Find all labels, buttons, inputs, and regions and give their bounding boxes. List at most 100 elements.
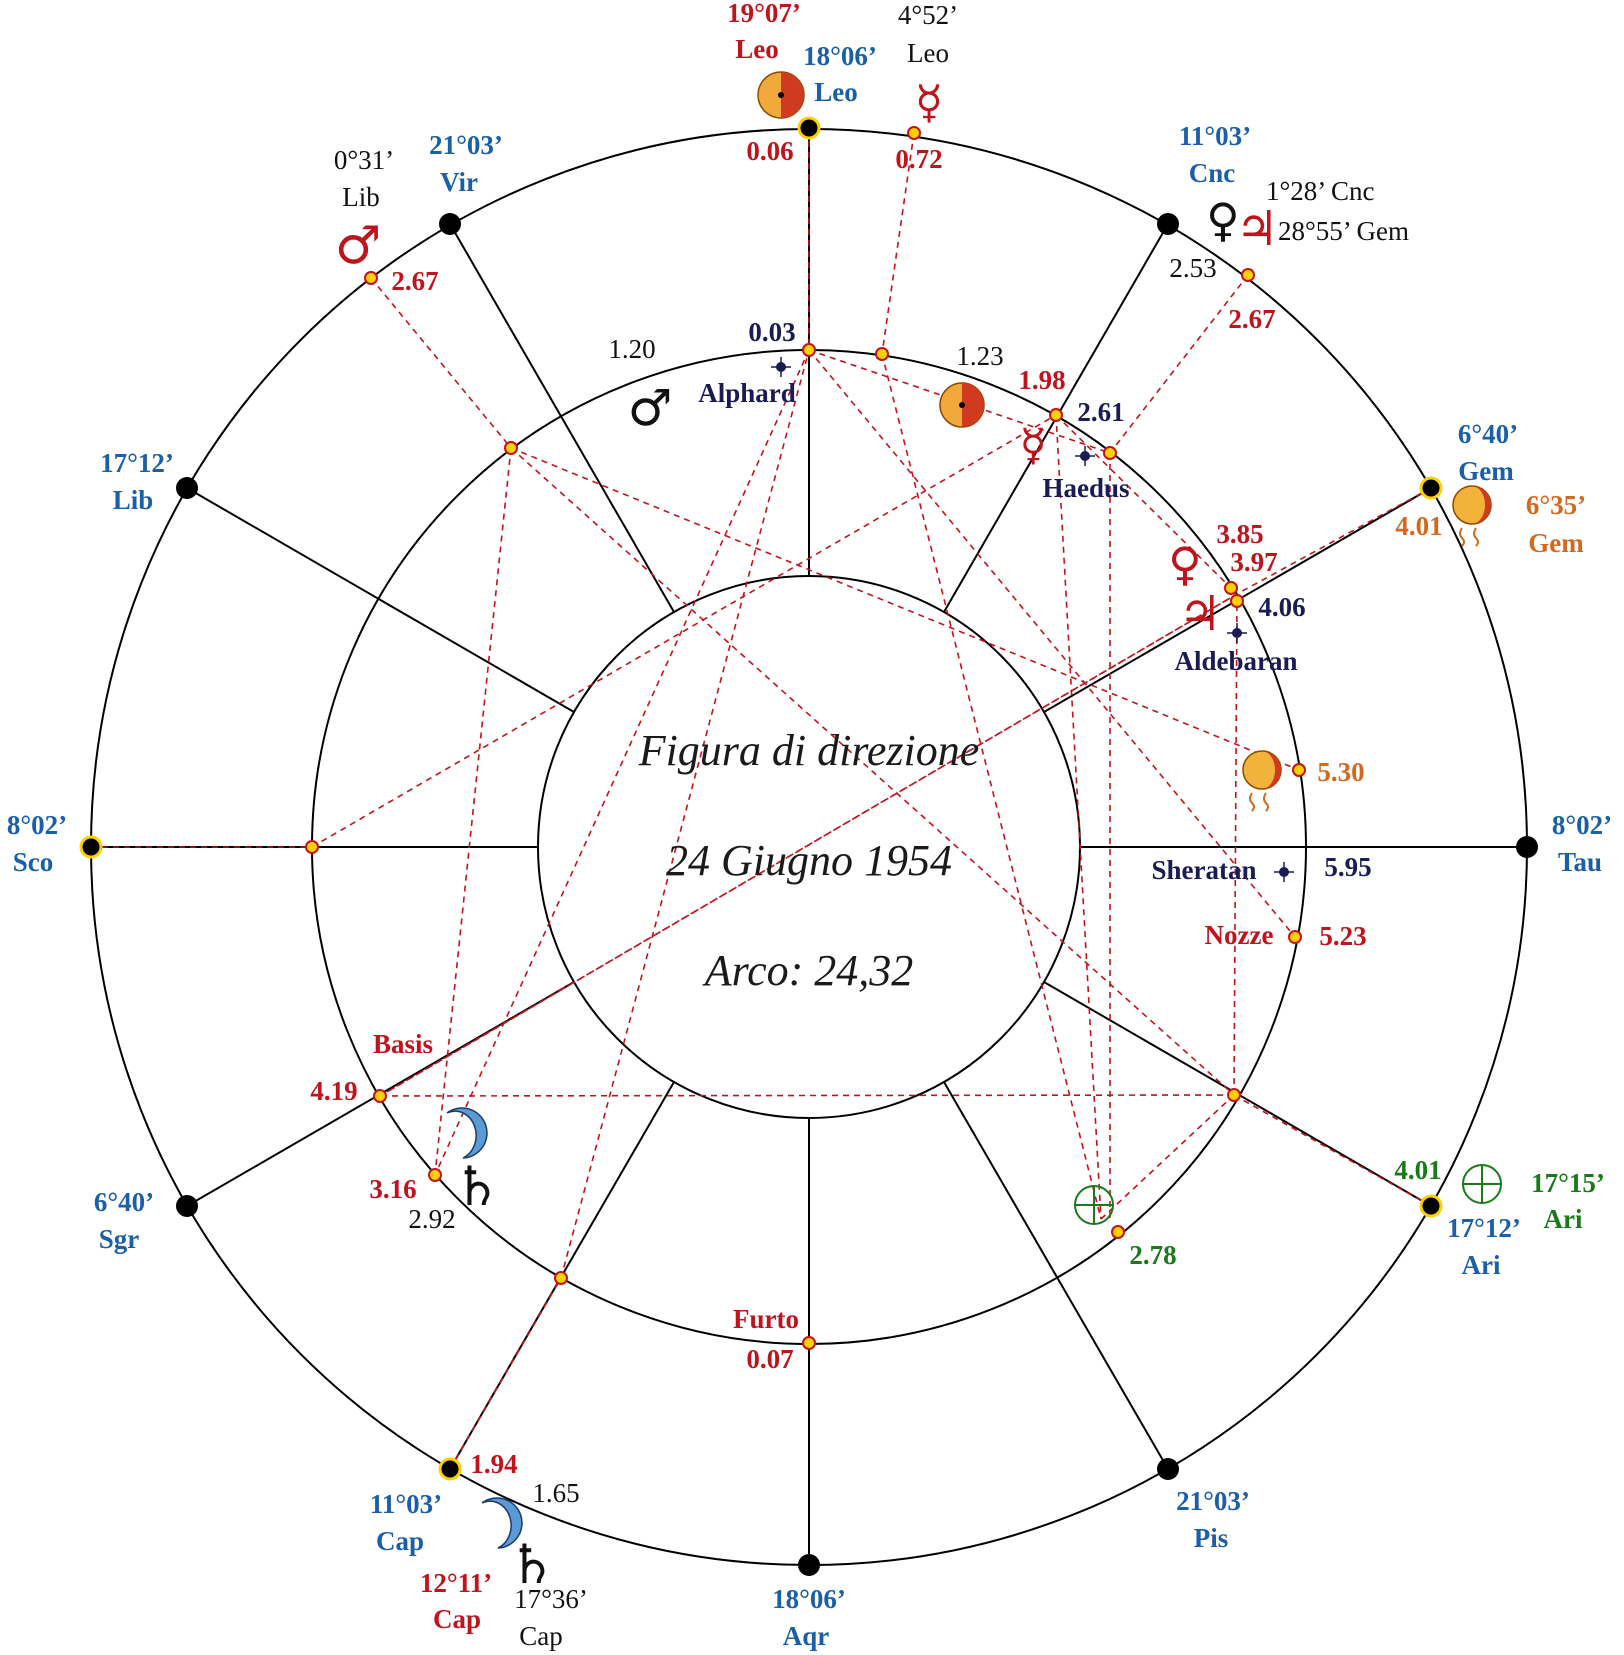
star-alphard: Alphard: [698, 378, 796, 408]
saturn-natal-sign: Cap: [519, 1621, 563, 1651]
cusp-label: Ari: [1462, 1250, 1501, 1280]
mars-icon: ♂: [335, 216, 382, 276]
chart-arc: Arco: 24,32: [702, 946, 914, 995]
cusp-label: Gem: [1458, 456, 1514, 486]
cusp-label: 6°40’: [94, 1187, 154, 1217]
cusp-label: 11°03’: [1179, 121, 1251, 151]
moon-cap-natal-sign: Cap: [433, 1604, 481, 1634]
value-sheratan: 5.95: [1324, 852, 1371, 882]
star-icon: [771, 357, 791, 377]
cusp-label: Sgr: [99, 1224, 140, 1254]
star-sheratan: Sheratan: [1151, 855, 1256, 885]
direction-lines: [91, 130, 1432, 1470]
moon-natal-degree: 6°35’: [1526, 490, 1586, 520]
mercury-icon: ☿: [1019, 420, 1046, 471]
fortune-natal-sign: Ari: [1544, 1204, 1583, 1234]
sun-natal-degree: 19°07’: [727, 0, 801, 28]
value-sun-inner: 1.98: [1018, 365, 1065, 395]
value-cap-outer: 1.94: [470, 1449, 517, 1479]
cusp-label: 21°03’: [1176, 1486, 1250, 1516]
cusp-dots: [79, 116, 1538, 1576]
venus-icon: ♀: [1206, 193, 1240, 247]
cusp-label: 8°02’: [1552, 810, 1612, 840]
value-jupiter-outer: 2.67: [1228, 304, 1275, 334]
cusp-label: Pis: [1194, 1523, 1229, 1553]
mercury-natal-degree: 4°52’: [898, 0, 958, 30]
value-moon-inner: 5.30: [1317, 757, 1364, 787]
chart-title: Figura di direzione: [638, 726, 980, 775]
venus-natal-position: 1°28’ Cnc: [1266, 176, 1375, 206]
cusp-labels: 18°06’ Leo 11°03’ Cnc 6°40’ Gem 8°02’ Ta…: [7, 41, 1612, 1651]
value-mercury-outer: 0.72: [895, 144, 942, 174]
cusp-label: Lib: [113, 485, 154, 515]
mars-natal-degree: 0°31’: [334, 145, 394, 175]
star-icon: [1075, 446, 1095, 466]
sun-natal-sign: Leo: [735, 34, 779, 64]
cusp-label: Aqr: [783, 1621, 830, 1651]
cusp-label: 18°06’: [772, 1584, 846, 1614]
sun-icon: [939, 382, 985, 428]
part-of-fortune-icon: [1074, 1185, 1114, 1225]
jupiter-icon: ♃: [1178, 586, 1221, 642]
value-sun-outer: 0.06: [746, 136, 793, 166]
cusp-label: 18°06’: [803, 41, 877, 71]
value-saturn-outer: 1.65: [532, 1478, 579, 1508]
cusp-label: Leo: [814, 77, 858, 107]
moon-cap-natal-degree: 12°11’: [420, 1568, 492, 1598]
cusp-label: Cap: [376, 1526, 424, 1556]
mars-natal-sign: Lib: [342, 182, 380, 212]
moon-natal-sign: Gem: [1528, 528, 1584, 558]
saturn-natal-degree: 17°36’: [514, 1584, 588, 1614]
cusp-label: Vir: [440, 167, 478, 197]
star-icon: [1274, 862, 1294, 882]
intersection-points: [305, 126, 1306, 1350]
value-haedus: 2.61: [1077, 397, 1124, 427]
value-fortune-outer: 4.01: [1394, 1155, 1441, 1185]
cusp-label: Cnc: [1189, 158, 1236, 188]
chart-date: 24 Giugno 1954: [666, 836, 952, 885]
moon-icon: [1452, 485, 1492, 547]
value-venus-outer: 2.53: [1169, 253, 1216, 283]
lot-nozze: Nozze: [1205, 920, 1274, 950]
part-of-fortune-icon: [1462, 1164, 1502, 1204]
mercury-natal-sign: Leo: [907, 38, 949, 68]
value-saturn-sw: 2.92: [408, 1204, 455, 1234]
value-aldebaran: 4.06: [1258, 592, 1305, 622]
moon-icon: [446, 1107, 488, 1159]
venus-icon: ♀: [1168, 537, 1202, 591]
star-haedus: Haedus: [1042, 473, 1129, 503]
star-aldebaran: Aldebaran: [1174, 646, 1297, 676]
value-venus-inner: 3.85: [1216, 519, 1263, 549]
cusp-label: 21°03’: [429, 130, 503, 160]
value-basis: 4.19: [310, 1076, 357, 1106]
saturn-icon: ♄: [508, 1533, 556, 1596]
moon-icon: [481, 1497, 523, 1549]
value-mars-outer: 2.67: [391, 266, 438, 296]
fortune-natal-degree: 17°15’: [1531, 1168, 1605, 1198]
cusp-label: 6°40’: [1458, 419, 1518, 449]
lot-furto: Furto: [733, 1304, 799, 1334]
cusp-label: Sco: [13, 847, 54, 877]
saturn-icon: ♄: [453, 1155, 501, 1218]
value-jupiter-inner: 3.97: [1230, 547, 1277, 577]
value-furto: 0.07: [746, 1344, 793, 1374]
sun-icon: [757, 71, 805, 119]
direction-values: 0.06 0.72 2.67 2.53 2.67 4.01 4.01 1.94 …: [310, 136, 1442, 1508]
cusp-label: Tau: [1558, 847, 1602, 877]
lot-basis: Basis: [373, 1029, 433, 1059]
fixed-stars: Alphard Haedus Aldebaran Sheratan: [698, 357, 1298, 885]
value-fortune-inner: 2.78: [1129, 1240, 1176, 1270]
mercury-icon: ☿: [915, 75, 943, 129]
value-moon-sw: 3.16: [369, 1174, 416, 1204]
value-mars-inner: 1.20: [608, 334, 655, 364]
value-alphard: 0.03: [748, 317, 795, 347]
star-icon: [1227, 623, 1247, 643]
value-nozze: 5.23: [1319, 921, 1366, 951]
cusp-label: 8°02’: [7, 810, 67, 840]
cusp-label: 11°03’: [370, 1489, 442, 1519]
value-moon-outer: 4.01: [1395, 511, 1442, 541]
cusp-label: 17°12’: [1447, 1213, 1521, 1243]
cusp-label: 17°12’: [100, 448, 174, 478]
mars-icon: ♂: [628, 379, 673, 437]
